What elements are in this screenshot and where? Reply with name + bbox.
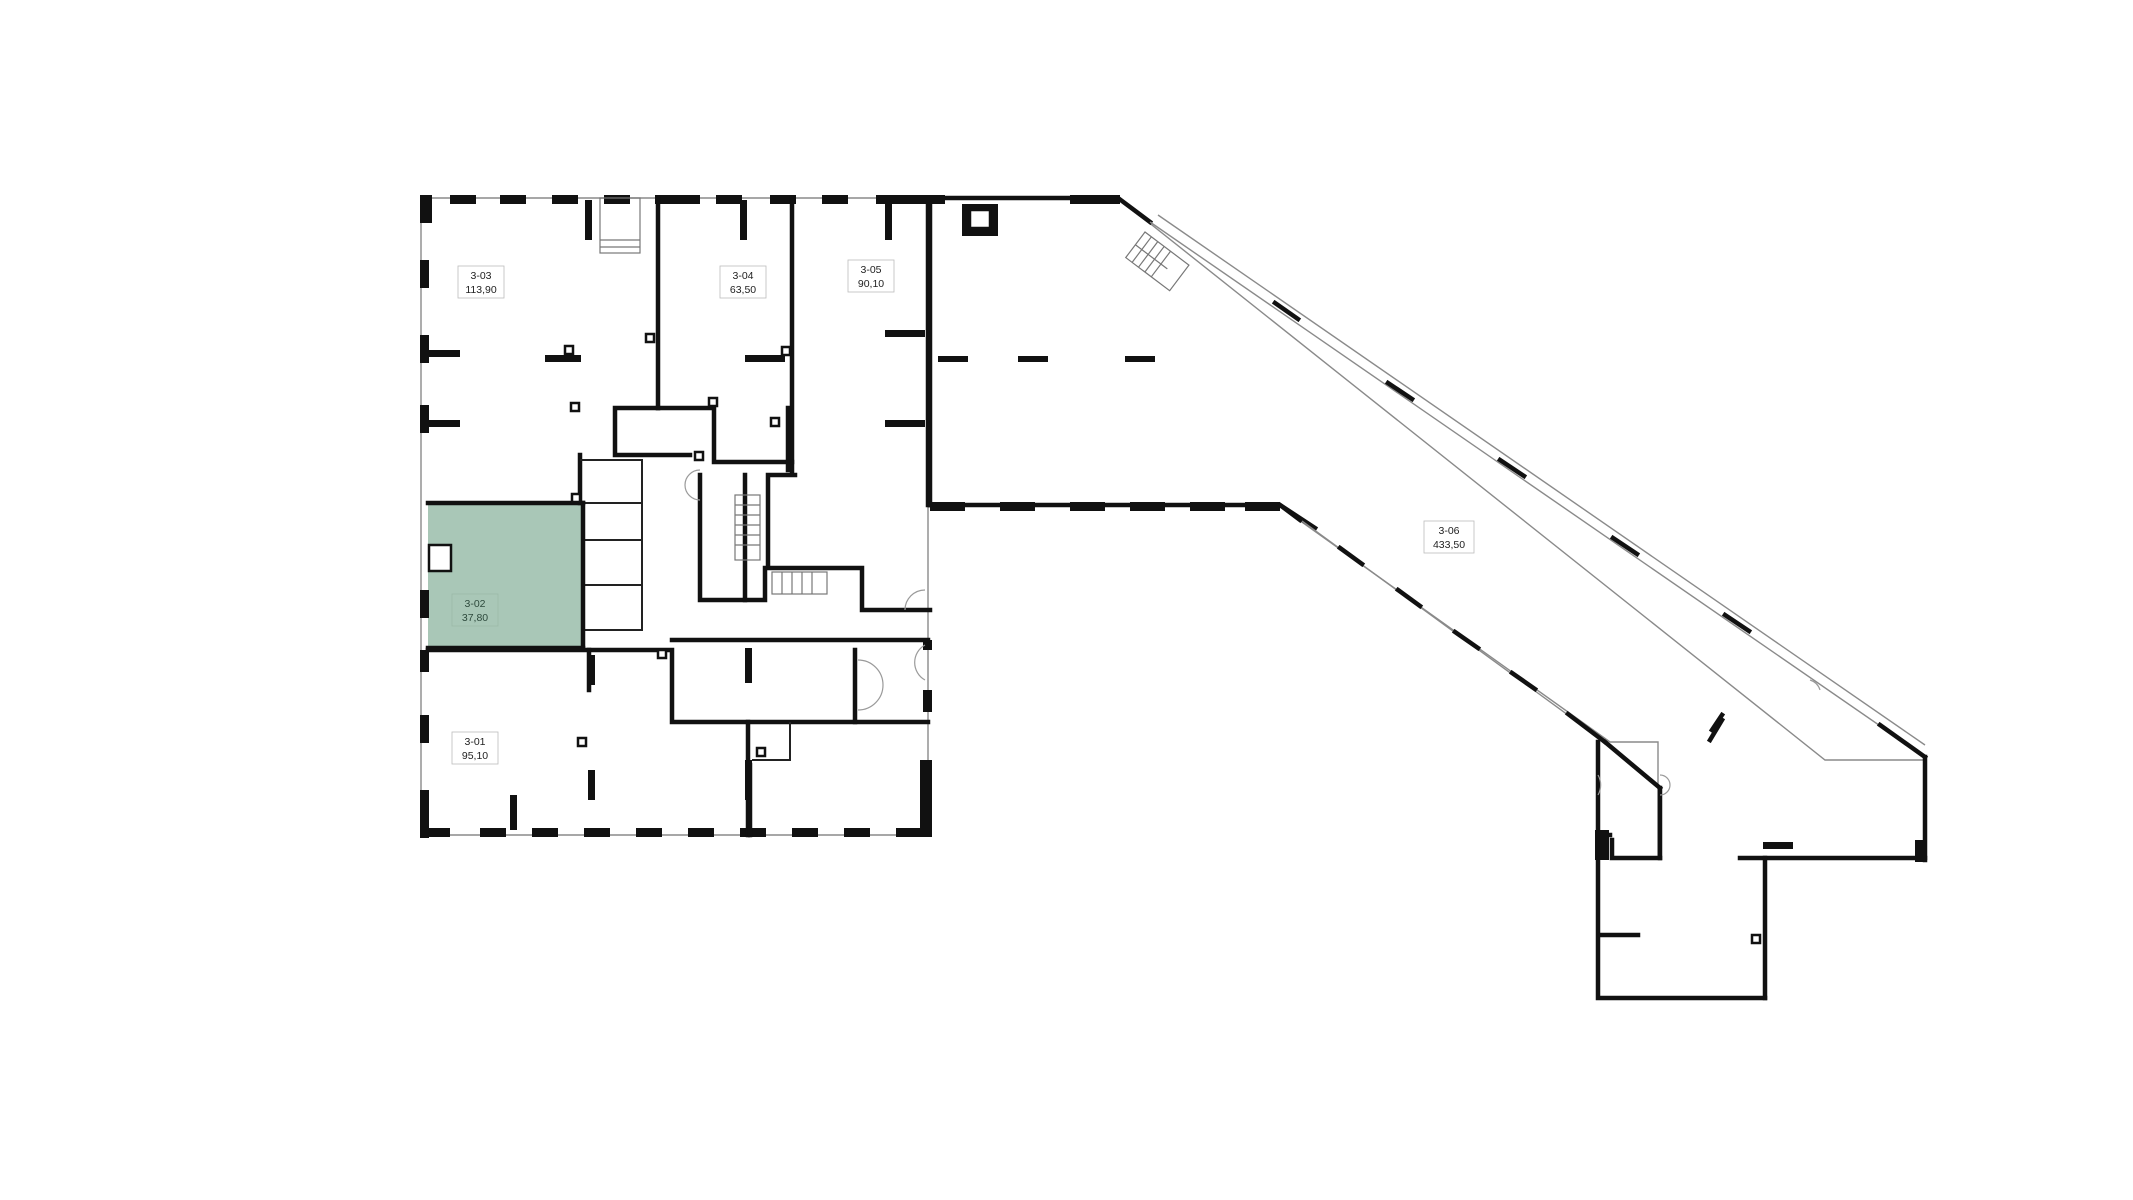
- unit-id: 3-06: [1438, 525, 1459, 537]
- unit-id: 3-01: [464, 736, 485, 748]
- unit-area: 37,80: [462, 612, 488, 624]
- left-block-interior: [420, 195, 933, 838]
- unit-area: 90,10: [858, 278, 884, 290]
- unit-area: 433,50: [1433, 539, 1465, 551]
- unit-id: 3-05: [860, 264, 881, 276]
- unit-area: 95,10: [462, 750, 488, 762]
- unit-id: 3-03: [470, 270, 491, 282]
- unit-label-3-06[interactable]: 3-06 433,50: [1423, 520, 1475, 554]
- unit-label-3-01[interactable]: 3-01 95,10: [451, 731, 499, 765]
- unit-label-3-03[interactable]: 3-03 113,90: [457, 265, 505, 299]
- unit-area: 113,90: [465, 284, 496, 296]
- unit-id: 3-02: [464, 598, 485, 610]
- unit-label-3-02[interactable]: 3-02 37,80: [451, 593, 499, 627]
- right-wing-walls: [925, 195, 1929, 1001]
- unit-area: 63,50: [730, 284, 756, 296]
- unit-label-3-04[interactable]: 3-04 63,50: [719, 265, 767, 299]
- unit-id: 3-04: [732, 270, 753, 282]
- columns-left: [427, 332, 792, 758]
- unit-3-02-area[interactable]: [428, 503, 583, 647]
- unit-label-3-05[interactable]: 3-05 90,10: [847, 259, 895, 293]
